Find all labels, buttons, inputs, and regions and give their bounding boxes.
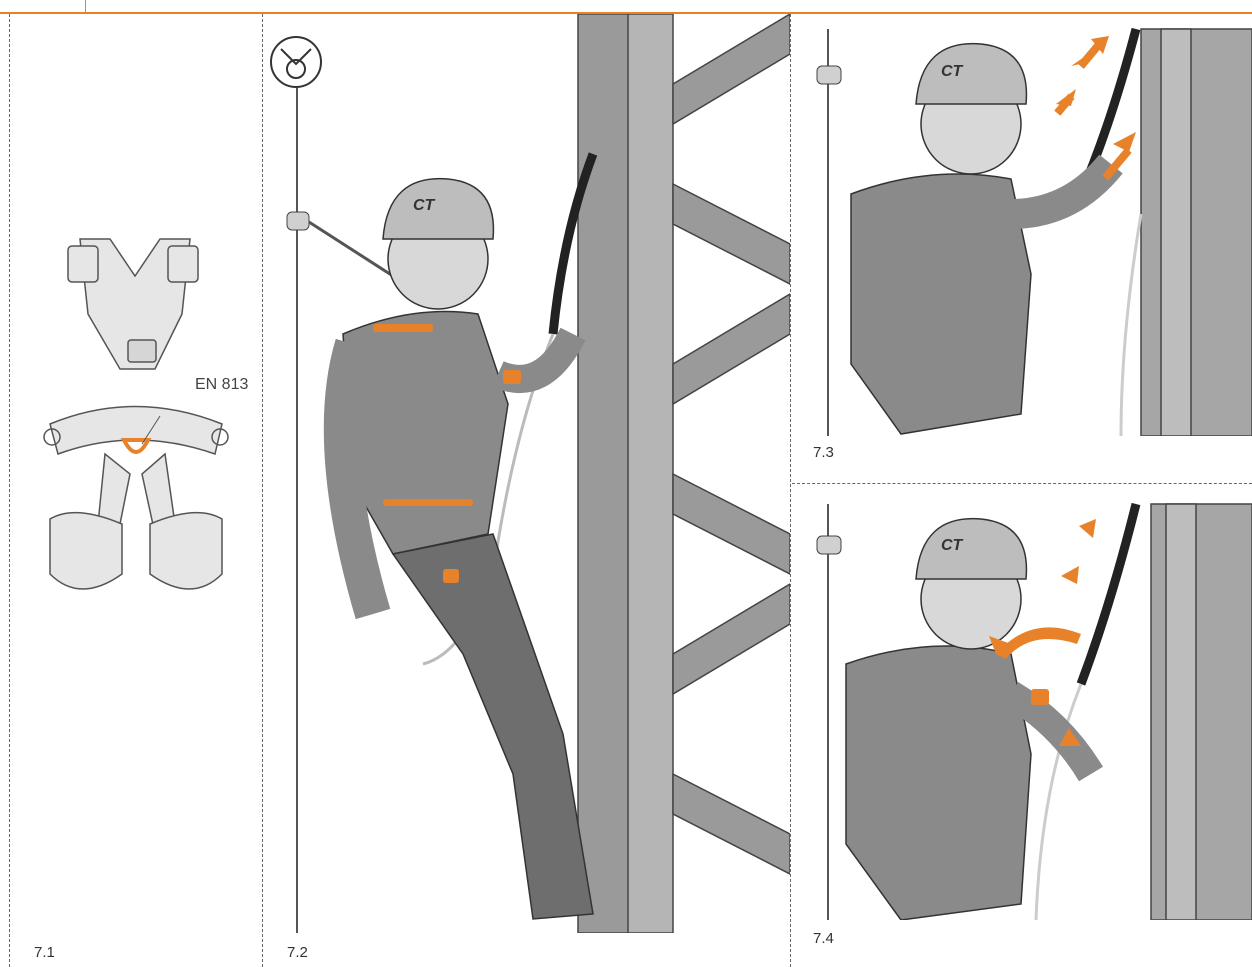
lanyard-clip-illustration: CT — [791, 14, 1252, 436]
helmet-logo: CT — [941, 63, 964, 80]
rope-grab-illustration: CT — [791, 484, 1252, 920]
panel-7-2: CT 7.2 — [263, 14, 790, 967]
top-rule — [0, 0, 1252, 14]
harness-illustration — [10, 14, 262, 967]
panel-7-1: EN 813 7.1 — [10, 14, 262, 967]
panel-label-7-1: 7.1 — [34, 944, 55, 961]
panel-label-7-2: 7.2 — [287, 944, 308, 961]
panel-label-7-3: 7.3 — [813, 444, 834, 461]
climber-illustration: CT — [263, 14, 790, 933]
standard-label: EN 813 — [195, 376, 248, 394]
anchor-symbol-icon — [271, 37, 321, 87]
helmet-logo: CT — [941, 537, 964, 554]
panel-7-3: CT 7.3 — [791, 14, 1252, 483]
helmet-logo: CT — [413, 197, 436, 214]
panel-7-4: CT 7.4 — [791, 484, 1252, 967]
panel-label-7-4: 7.4 — [813, 930, 834, 947]
